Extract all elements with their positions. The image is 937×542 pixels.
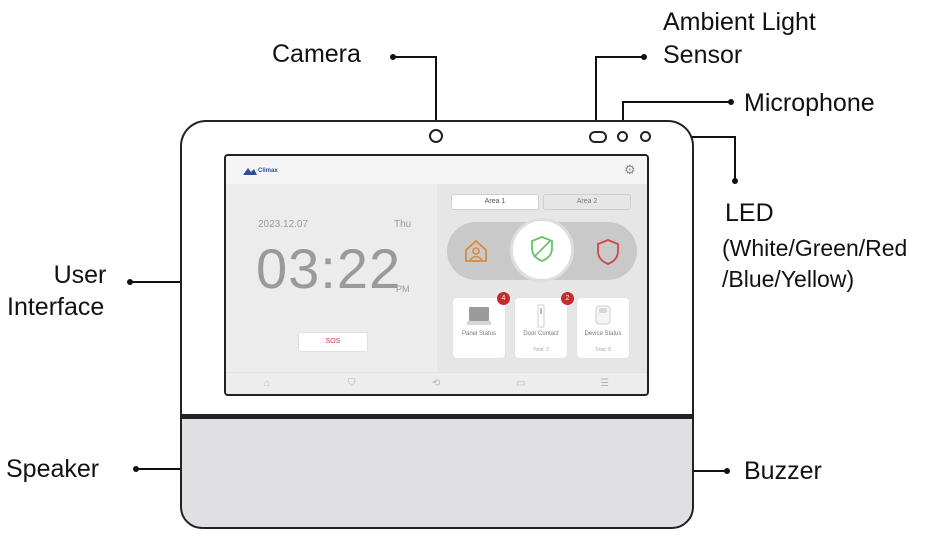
ambient-light-label-line2: Sensor <box>663 41 743 69</box>
door-contact-total: Total: 2 <box>532 347 550 353</box>
user-interface-label-line2: Interface <box>7 293 105 321</box>
door-contact-label: Door Contact <box>523 331 559 337</box>
touch-screen: Climax ⚙ 2023.12.07 Thu 03:22 PM SOS Are… <box>224 154 649 396</box>
home-person-icon[interactable] <box>463 238 489 264</box>
card-device-status[interactable]: Device Status Total: 8 <box>577 298 629 358</box>
camera-leader <box>393 56 437 130</box>
shield-icon[interactable] <box>595 238 621 266</box>
buzzer-leader-dot <box>724 468 730 474</box>
camera-leader-dot <box>390 54 396 60</box>
buzzer-label: Buzzer <box>744 457 822 485</box>
bottom-nav: ⌂ ⛉ ⟲ ▭ ☰ <box>226 372 647 394</box>
home-icon[interactable]: ⌂ <box>264 378 271 389</box>
shield-check-icon <box>531 236 553 262</box>
disarm-button[interactable] <box>510 218 574 282</box>
device-status-label: Device Status <box>584 331 622 337</box>
shield-small-icon[interactable]: ⛉ <box>348 378 356 389</box>
user-interface-label-line1: User <box>53 261 107 289</box>
speaker-label: Speaker <box>6 455 100 483</box>
tab-area-1[interactable]: Area 1 <box>451 194 539 210</box>
led-indicator <box>640 131 651 142</box>
security-panel: Area 1 Area 2 4 P <box>437 184 647 372</box>
microphone-label: Microphone <box>744 89 875 117</box>
list-icon[interactable]: ☰ <box>600 378 609 389</box>
device-speaker-bar <box>180 417 694 529</box>
ambient-light-leader-dot <box>641 54 647 60</box>
device-divider <box>180 414 694 418</box>
tab-area-2[interactable]: Area 2 <box>543 194 631 210</box>
climax-logo-icon <box>243 168 257 175</box>
history-icon[interactable]: ⟲ <box>432 378 441 389</box>
sos-button[interactable]: SOS <box>298 332 368 352</box>
microphone-leader-dot <box>728 99 734 105</box>
gear-icon[interactable]: ⚙ <box>624 162 636 177</box>
day-text: Thu <box>394 219 412 230</box>
panel-status-badge: 4 <box>497 292 510 305</box>
time-text: 03:22 <box>256 237 402 300</box>
speaker-leader-dot <box>133 466 139 472</box>
panel-status-label: Panel Status <box>461 331 497 337</box>
clock-panel: 2023.12.07 Thu 03:22 PM SOS <box>226 184 437 372</box>
microphone-hole <box>617 131 628 142</box>
date-text: 2023.12.07 <box>258 219 309 230</box>
camera-icon[interactable]: ▭ <box>516 378 526 389</box>
device-status-total: Total: 8 <box>594 347 612 353</box>
led-colors-line2: /Blue/Yellow) <box>722 266 855 292</box>
led-label: LED <box>725 199 774 227</box>
screen-header: Climax ⚙ <box>226 156 647 185</box>
card-door-contact[interactable]: 2 Door Contact Total: 2 <box>515 292 574 358</box>
camera-lens <box>429 129 443 143</box>
ambient-light-sensor <box>589 131 607 143</box>
led-colors-line1: (White/Green/Red <box>722 235 908 261</box>
ambient-light-label-line1: Ambient Light <box>663 8 816 36</box>
door-sensor-icon <box>537 304 545 328</box>
door-contact-badge: 2 <box>561 292 574 305</box>
camera-label: Camera <box>272 40 361 68</box>
sensor-device-icon <box>595 305 611 325</box>
ambient-light-leader <box>595 56 644 132</box>
panel-device-icon <box>467 307 491 325</box>
card-panel-status[interactable]: 4 Panel Status <box>453 292 510 358</box>
user-interface-leader-dot <box>127 279 133 285</box>
brand-name: Climax <box>258 168 278 174</box>
ampm-text: PM <box>396 284 410 294</box>
led-leader-dot <box>732 178 738 184</box>
arm-mode-selector <box>447 218 637 282</box>
